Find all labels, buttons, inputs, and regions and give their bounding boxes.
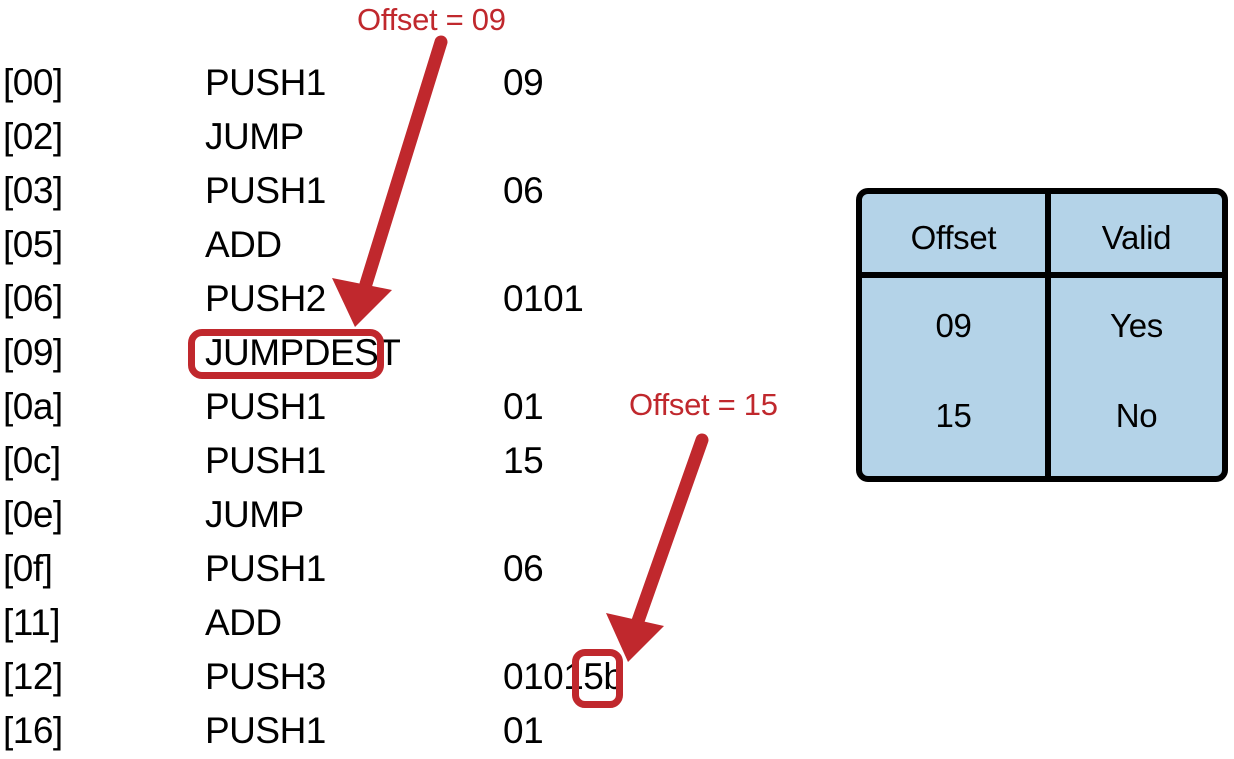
table-column-divider: [1045, 194, 1051, 476]
instruction-row: [00] PUSH1 09: [0, 56, 700, 110]
instruction-operand: 01: [503, 386, 544, 427]
instruction-operand: 01: [503, 710, 544, 751]
annotation-label-offset-15: Offset = 15: [629, 387, 778, 422]
instruction-operand: 0101: [503, 278, 584, 319]
instruction-operand: 09: [503, 62, 544, 103]
table-cell-offset: 09: [935, 307, 972, 344]
instruction-row: [0f] PUSH1 06: [0, 542, 700, 596]
instruction-row: [12] PUSH3 01015b: [0, 650, 700, 704]
instruction-listing: [00] PUSH1 09 [02] JUMP [03] PUSH1 06 [0…: [0, 56, 700, 758]
table-grid: Offset Valid 09 Yes 15 No: [862, 194, 1222, 476]
instruction-row: [0a] PUSH1 01: [0, 380, 700, 434]
table-cell-offset: 15: [935, 397, 972, 434]
instruction-row: [05] ADD: [0, 218, 700, 272]
instruction-operand: 01015b: [503, 656, 624, 697]
instruction-operand: 06: [503, 548, 544, 589]
instruction-offset: [12]: [3, 656, 63, 697]
instruction-mnemonic: JUMP: [205, 494, 304, 535]
instruction-offset: [03]: [3, 170, 63, 211]
instruction-mnemonic: ADD: [205, 224, 282, 265]
instruction-offset: [00]: [3, 62, 63, 103]
table-cell-valid: No: [1115, 397, 1158, 434]
instruction-mnemonic: ADD: [205, 602, 282, 643]
jumpdest-validity-table: Offset Valid 09 Yes 15 No: [856, 188, 1228, 482]
instruction-operand: 06: [503, 170, 544, 211]
instruction-mnemonic: PUSH1: [205, 548, 326, 589]
instruction-row: [02] JUMP: [0, 110, 700, 164]
instruction-offset: [0c]: [3, 440, 61, 481]
instruction-offset: [0f]: [3, 548, 53, 589]
instruction-offset: [02]: [3, 116, 63, 157]
instruction-mnemonic: PUSH2: [205, 278, 326, 319]
instruction-row: [0e] JUMP: [0, 488, 700, 542]
instruction-mnemonic: PUSH1: [205, 62, 326, 103]
instruction-offset: [0e]: [3, 494, 63, 535]
instruction-offset: [0a]: [3, 386, 63, 427]
instruction-row: [03] PUSH1 06: [0, 164, 700, 218]
instruction-mnemonic: PUSH1: [205, 440, 326, 481]
instruction-offset: [05]: [3, 224, 63, 265]
table-header-valid: Valid: [1101, 219, 1172, 256]
instruction-operand: 15: [503, 440, 544, 481]
instruction-mnemonic: PUSH3: [205, 656, 326, 697]
instruction-mnemonic: JUMPDEST: [205, 332, 401, 373]
instruction-offset: [11]: [3, 602, 60, 643]
instruction-mnemonic: JUMP: [205, 116, 304, 157]
instruction-row: [09] JUMPDEST: [0, 326, 700, 380]
instruction-row: [0c] PUSH1 15: [0, 434, 700, 488]
instruction-row: [16] PUSH1 01: [0, 704, 700, 758]
instruction-mnemonic: PUSH1: [205, 710, 326, 751]
instruction-mnemonic: PUSH1: [205, 170, 326, 211]
table-header-offset: Offset: [910, 219, 997, 256]
instruction-row: [11] ADD: [0, 596, 700, 650]
instruction-offset: [06]: [3, 278, 63, 319]
annotation-label-offset-09: Offset = 09: [357, 2, 506, 37]
table-header-divider: [862, 272, 1222, 278]
instruction-offset: [16]: [3, 710, 63, 751]
table-cell-valid: Yes: [1110, 307, 1163, 344]
instruction-row: [06] PUSH2 0101: [0, 272, 700, 326]
instruction-offset: [09]: [3, 332, 63, 373]
instruction-mnemonic: PUSH1: [205, 386, 326, 427]
